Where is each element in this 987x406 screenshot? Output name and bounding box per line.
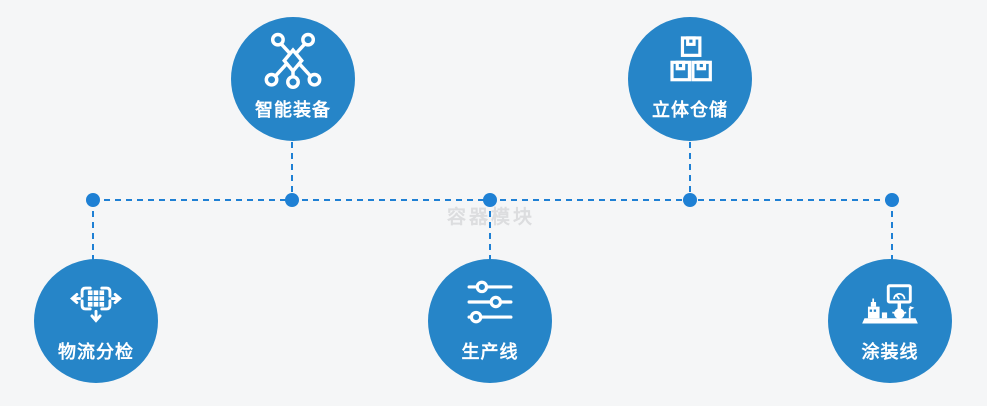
- junction-dot: [483, 193, 497, 207]
- node-label: 生产线: [461, 342, 519, 363]
- node-label: 智能装备: [255, 100, 331, 121]
- node-label: 涂装线: [861, 342, 919, 363]
- control-console-icon: [862, 284, 918, 324]
- node-painting-line: 涂装线: [828, 259, 952, 383]
- node-production-line: 生产线: [428, 259, 552, 383]
- node-label: 立体仓储: [652, 100, 728, 121]
- junction-dot: [285, 193, 299, 207]
- node-label: 物流分检: [58, 342, 134, 363]
- stacked-boxes-icon: [670, 36, 712, 82]
- move-sort-grid-icon: [70, 286, 122, 323]
- junction-dot: [683, 193, 697, 207]
- node-smart-equipment: 智能装备: [231, 17, 355, 141]
- node-logistics-sorting: 物流分检: [34, 259, 158, 383]
- node-warehouse: 立体仓储: [628, 17, 752, 141]
- junction-dot: [86, 193, 100, 207]
- sliders-icon: [467, 280, 513, 324]
- junction-dot: [885, 193, 899, 207]
- network-nodes-icon: [264, 32, 322, 89]
